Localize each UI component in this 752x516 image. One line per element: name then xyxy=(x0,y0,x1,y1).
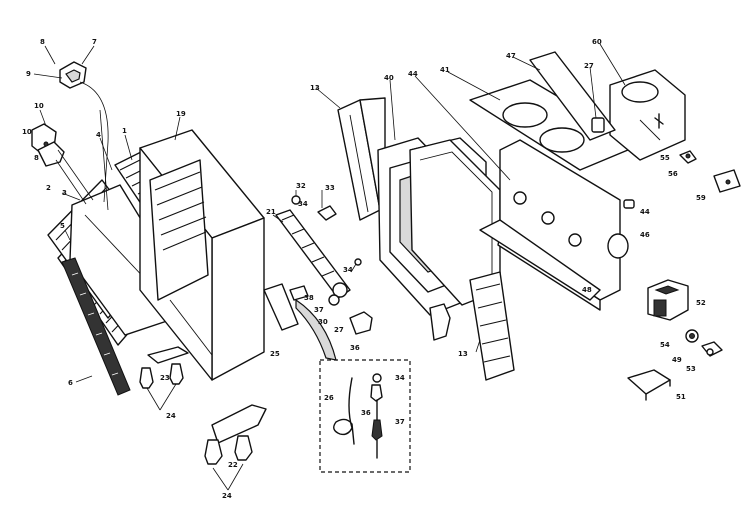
part-label: 7 xyxy=(92,38,97,46)
leader-lines xyxy=(33,43,626,383)
burner-valve-upper xyxy=(139,346,189,411)
part-label: 44 xyxy=(640,208,650,216)
part-label: 51 xyxy=(676,393,686,401)
part-label: 21 xyxy=(266,208,276,216)
part-label: 3 xyxy=(62,189,67,197)
part-label: 38 xyxy=(304,294,314,302)
part-label: 59 xyxy=(696,194,706,202)
part-label: 60 xyxy=(592,38,602,46)
side-bracket-assembly xyxy=(31,123,94,205)
part-label: 24 xyxy=(166,412,176,420)
pilot-burner-assembly xyxy=(263,195,373,361)
part-label: 26 xyxy=(324,394,334,402)
part-label: 36 xyxy=(361,409,371,417)
part-label: 10 xyxy=(22,128,32,136)
part-label: 8 xyxy=(34,154,39,162)
part-label: 27 xyxy=(584,62,594,70)
part-label: 40 xyxy=(384,74,394,82)
part-label: 22 xyxy=(228,461,238,469)
part-label: 8 xyxy=(40,38,45,46)
part-label: 56 xyxy=(668,170,678,178)
part-labels: 8 7 9 10 10 3 2 4 1 5 6 8 19 23 24 22 24… xyxy=(22,38,706,500)
part-label: 23 xyxy=(160,374,170,382)
part-label: 34 xyxy=(298,200,308,208)
cabinet-housing xyxy=(139,129,265,381)
part-label: 33 xyxy=(325,184,335,192)
part-label: 10 xyxy=(34,102,44,110)
bottom-grille-bar xyxy=(61,257,131,396)
part-label: 53 xyxy=(686,365,696,373)
part-label: 36 xyxy=(350,344,360,352)
part-label: 46 xyxy=(640,231,650,239)
part-label: 34 xyxy=(343,266,353,274)
gas-valve xyxy=(647,279,689,321)
thermocouple-kit-box xyxy=(319,359,411,473)
part-label: 9 xyxy=(26,70,31,78)
part-label: 52 xyxy=(696,299,706,307)
part-label: 37 xyxy=(395,418,405,426)
part-label: 41 xyxy=(440,66,450,74)
part-label: 30 xyxy=(318,318,328,326)
top-bracket-assembly xyxy=(59,61,109,211)
part-label: 54 xyxy=(660,341,670,349)
center-small-bracket xyxy=(429,303,451,341)
part-label: 19 xyxy=(176,110,186,118)
part-label: 1 xyxy=(122,127,127,135)
top-plate xyxy=(469,79,641,171)
part-label: 2 xyxy=(46,184,51,192)
part-label: 49 xyxy=(672,356,682,364)
part-label: 55 xyxy=(660,154,670,162)
part-label: 27 xyxy=(334,326,344,334)
valve-fittings xyxy=(685,329,723,357)
part-label: 44 xyxy=(408,70,418,78)
firebox xyxy=(479,139,621,311)
part-label: 34 xyxy=(395,374,405,382)
part-label: 24 xyxy=(222,492,232,500)
flue-small-parts xyxy=(591,117,741,209)
mounting-bracket-51 xyxy=(627,369,671,401)
lower-bracket-13 xyxy=(469,271,515,381)
part-label: 25 xyxy=(270,350,280,358)
part-label: 37 xyxy=(314,306,324,314)
part-label: 4 xyxy=(96,131,101,139)
part-label: 13 xyxy=(458,350,468,358)
burner-valve-lower xyxy=(204,404,267,491)
part-label: 13 xyxy=(310,84,320,92)
part-label: 6 xyxy=(68,379,73,387)
part-label: 47 xyxy=(506,52,516,60)
sight-ring xyxy=(607,233,629,259)
part-label: 5 xyxy=(60,222,65,230)
part-label: 32 xyxy=(296,182,306,190)
part-label: 48 xyxy=(582,286,592,294)
